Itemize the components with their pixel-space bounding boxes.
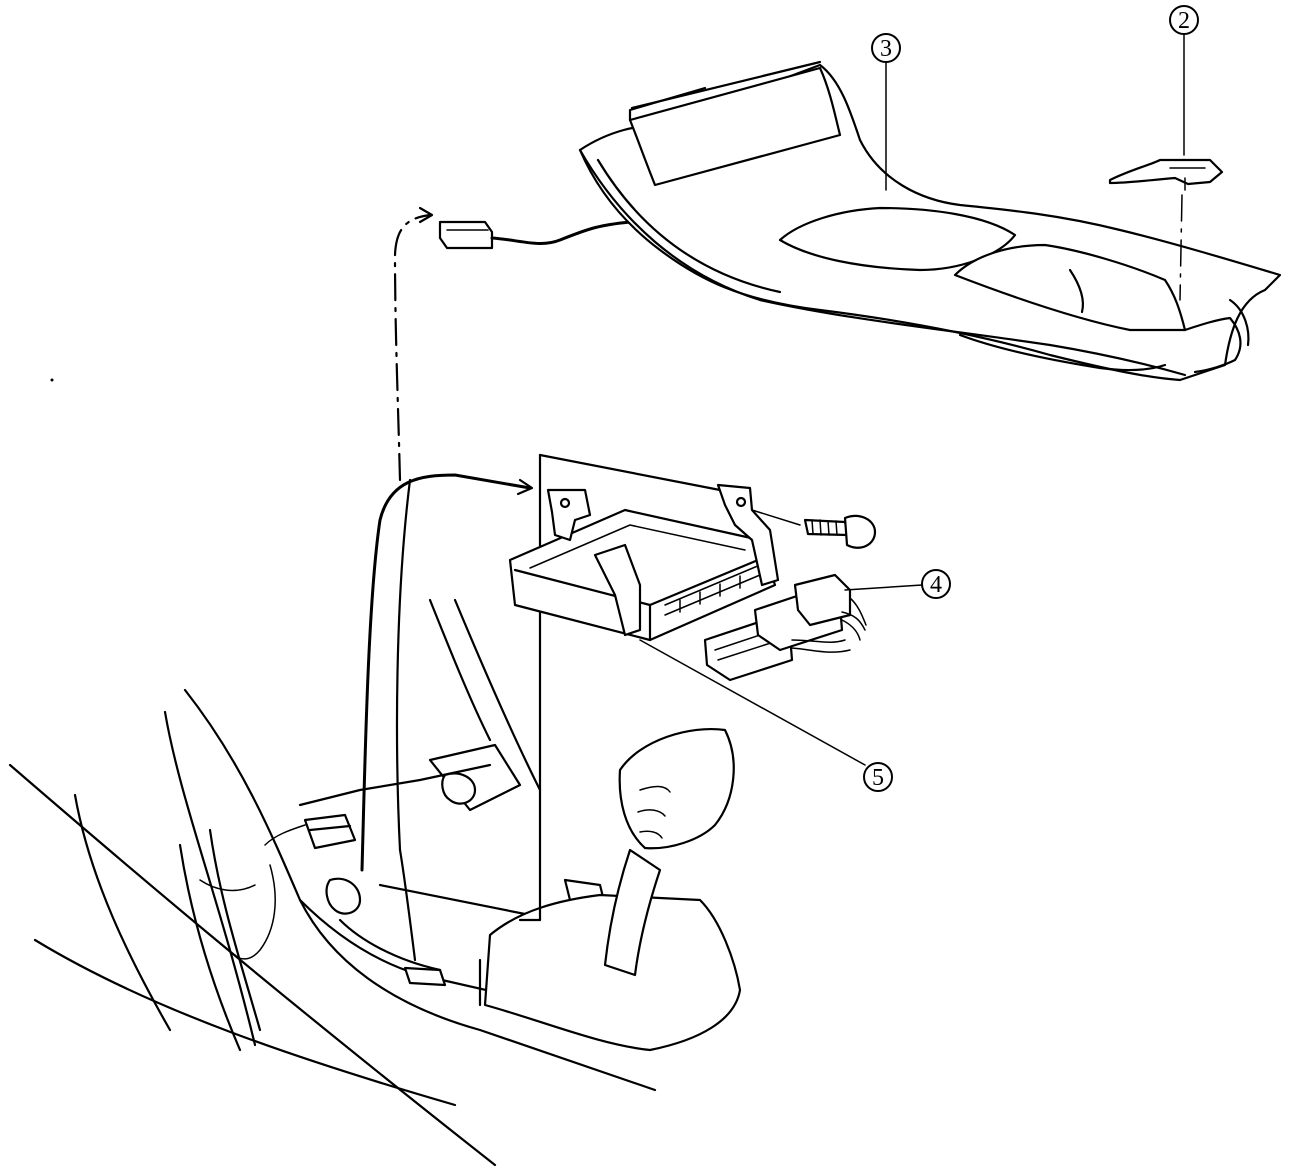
callout-4: 4 (921, 569, 951, 599)
bolt (751, 509, 877, 549)
stray-dot (50, 378, 54, 382)
center-console (578, 60, 1282, 382)
callout-4-label: 4 (930, 572, 942, 598)
callout-5-label: 5 (872, 765, 884, 791)
wiring-connectors (703, 573, 867, 682)
floor-connector (264, 813, 357, 850)
shift-lever (478, 728, 742, 1052)
callout-2: 2 (1169, 5, 1199, 35)
vehicle-floor-structure (8, 478, 662, 1167)
callout-5: 5 (863, 762, 893, 792)
callout-3-label: 3 (880, 36, 892, 62)
mounting-bracket-outline (518, 453, 722, 922)
leader-lines (639, 33, 1185, 766)
callout-2-label: 2 (1178, 8, 1190, 34)
callout-3: 3 (871, 33, 901, 63)
control-module (508, 483, 780, 642)
clip (1108, 158, 1224, 191)
wire-harness (360, 206, 632, 872)
